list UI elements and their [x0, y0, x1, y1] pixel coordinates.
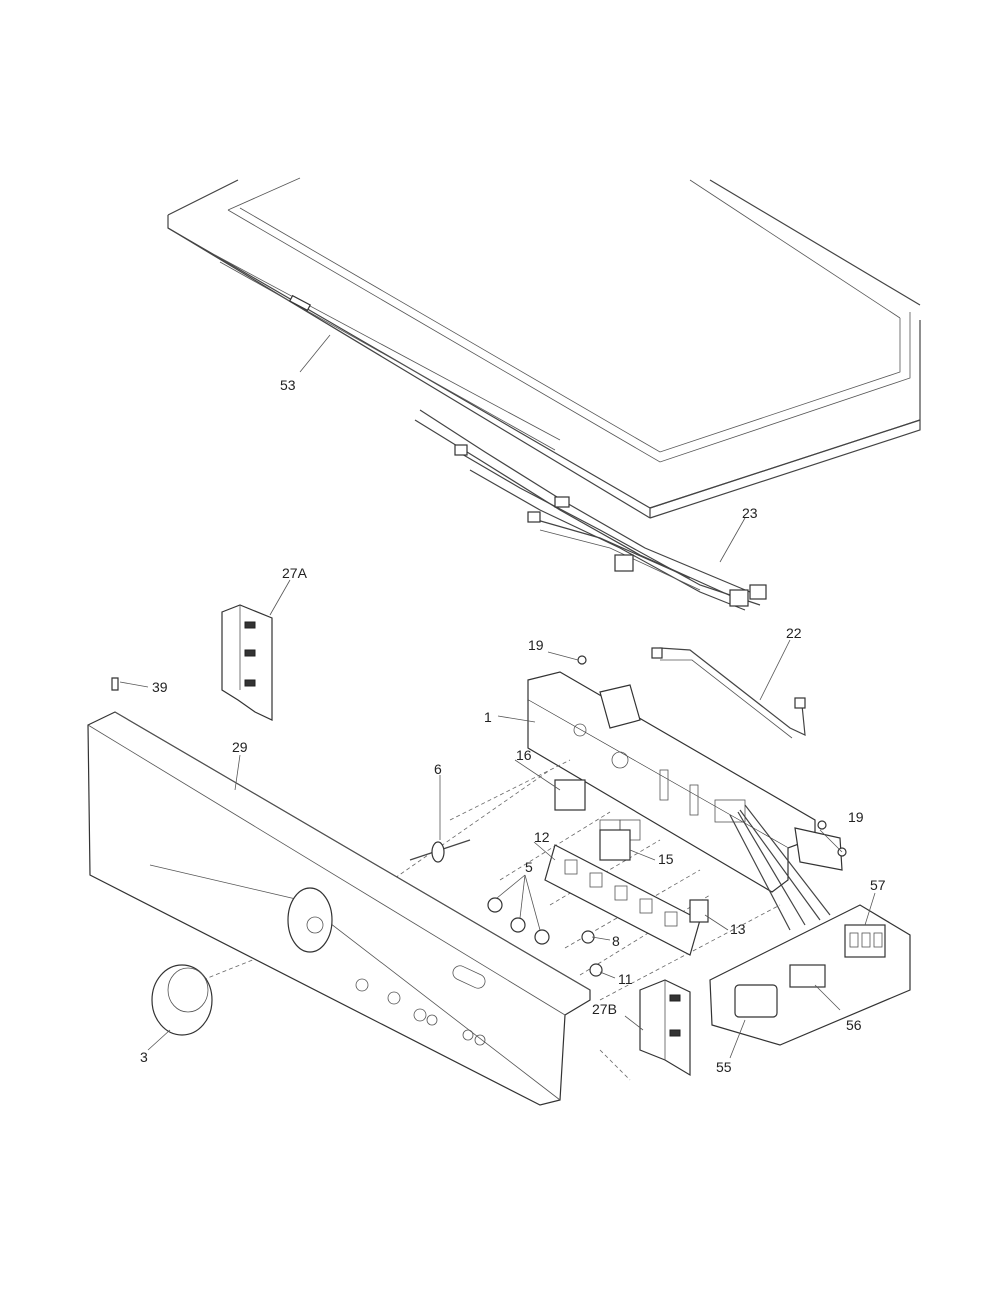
callout-1: 1: [484, 709, 492, 725]
bracket-27b: [639, 979, 691, 1077]
callout-16: 16: [516, 747, 532, 763]
screw-19-top: [577, 655, 587, 665]
callout-19-right: 19: [848, 809, 864, 825]
console-panel: [87, 711, 591, 1106]
callout-5: 5: [525, 859, 533, 875]
screw-39: [111, 677, 119, 691]
callout-15: 15: [658, 851, 674, 867]
wire-harness: [414, 409, 767, 611]
part-56-connector: [789, 964, 826, 988]
shaft-6: [409, 839, 471, 863]
callout-6: 6: [434, 761, 442, 777]
bracket-27a: [221, 604, 273, 721]
callouts: 53 23 22 27A 19 39 1 29 16 6 19 12 15 5 …: [140, 377, 886, 1075]
callout-12: 12: [534, 829, 550, 845]
callout-57: 57: [870, 877, 886, 893]
callout-11: 11: [618, 971, 633, 987]
callout-3: 3: [140, 1049, 148, 1065]
button-cap-11: [589, 963, 603, 977]
callout-27a: 27A: [282, 565, 308, 581]
part-55-connector: [734, 984, 778, 1018]
leader-lines: [119, 334, 876, 1059]
switch-15: [599, 829, 631, 861]
part-57-connector: [844, 924, 886, 958]
knob-3: [151, 964, 213, 1036]
callout-53: 53: [280, 377, 296, 393]
callout-23: 23: [742, 505, 758, 521]
callout-13: 13: [730, 921, 746, 937]
callout-56: 56: [846, 1017, 862, 1033]
detail-inset: [709, 804, 911, 1046]
callout-55: 55: [716, 1059, 732, 1075]
small-harness: [651, 647, 806, 739]
switch-13: [689, 899, 709, 923]
callout-8: 8: [612, 933, 620, 949]
callout-27b: 27B: [592, 1001, 617, 1017]
callout-22: 22: [786, 625, 802, 641]
callout-19-top: 19: [528, 637, 544, 653]
top-cover-panel: [167, 177, 921, 519]
control-board: [527, 671, 843, 893]
switch-16: [554, 779, 586, 811]
button-housing: [544, 844, 701, 956]
button-caps-5: [487, 897, 550, 945]
callout-39: 39: [152, 679, 168, 695]
callout-29: 29: [232, 739, 248, 755]
